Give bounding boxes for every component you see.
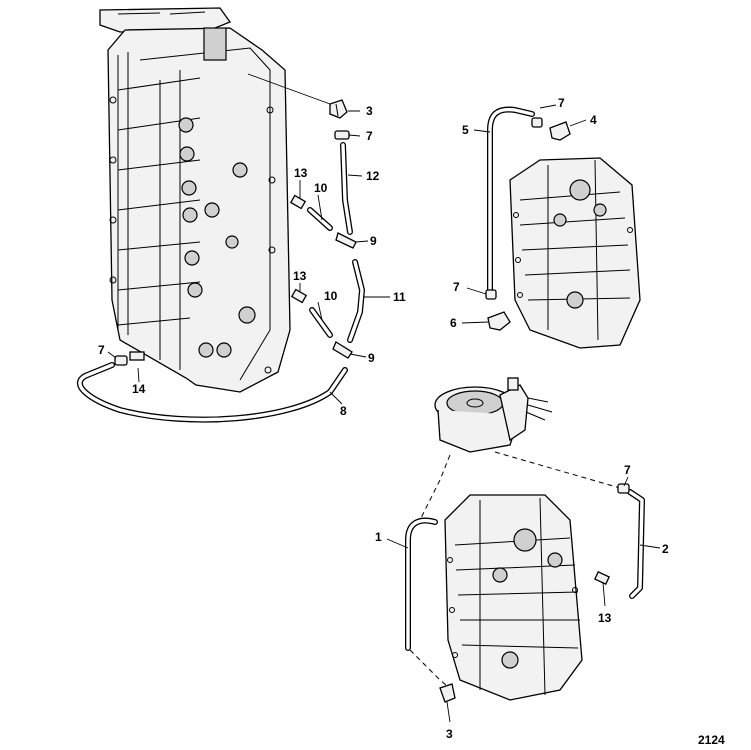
crankcase-lower-right	[444, 494, 583, 701]
fitting-13-mid	[290, 288, 308, 304]
callout-6: 6	[450, 316, 457, 330]
flywheel-assembly	[434, 377, 553, 453]
callout-4: 4	[590, 113, 597, 127]
callout-14: 14	[132, 382, 146, 396]
callout-13-mid: 13	[293, 269, 307, 283]
callout-2: 2	[662, 542, 669, 556]
callout-13-bottom: 13	[598, 611, 612, 625]
callout-5: 5	[462, 123, 469, 137]
elbow-fitting-3-bottom	[439, 683, 456, 703]
callout-3-top: 3	[366, 104, 373, 118]
callout-9-mid: 9	[368, 351, 375, 365]
routing-dashes	[409, 451, 621, 691]
callout-3-bottom: 3	[446, 727, 453, 741]
hose-11	[347, 259, 365, 343]
figure-number: 2124	[698, 733, 725, 747]
callout-9-top: 9	[370, 234, 377, 248]
callout-10-mid: 10	[324, 289, 338, 303]
callout-13-top: 13	[294, 166, 308, 180]
fitting-13-bottom	[594, 570, 610, 586]
elbow-fitting-4	[549, 121, 571, 141]
hose-10-top	[307, 207, 333, 231]
callout-1: 1	[375, 530, 382, 544]
tee-fitting-9-mid	[332, 341, 353, 359]
hose-clamp-7-top	[334, 130, 350, 140]
callout-12: 12	[366, 169, 380, 183]
leader-lines	[107, 73, 661, 723]
elbow-fitting-3-top	[329, 99, 348, 119]
fitting-13-top	[289, 194, 307, 210]
hose-clamp-7-bottom	[617, 483, 630, 494]
hose-12	[340, 142, 353, 235]
callout-8: 8	[340, 404, 347, 418]
tee-fitting-9-top	[335, 232, 357, 249]
callout-7-top: 7	[366, 129, 373, 143]
hose-10-mid	[309, 307, 333, 338]
callout-7-right-mid: 7	[453, 280, 460, 294]
callout-10-top: 10	[314, 181, 328, 195]
callout-7-right-top: 7	[558, 96, 565, 110]
hose-8	[76, 362, 348, 423]
fitting-14	[129, 351, 145, 361]
crankcase-upper-right	[509, 157, 641, 349]
callout-11: 11	[393, 290, 406, 304]
callout-labels: 3 7 12 13 10 9 13 10 11 9 7 14 8 5 7 4 7…	[98, 96, 669, 741]
hose-1	[405, 517, 438, 651]
hose-5	[487, 106, 535, 293]
callout-7-left: 7	[98, 343, 105, 357]
cylinder-block-left	[99, 7, 291, 393]
elbow-fitting-6	[487, 311, 511, 331]
hose-clamp-7-left	[114, 355, 128, 366]
callout-7-bottom: 7	[624, 463, 631, 477]
hose-2	[627, 489, 645, 599]
hose-clamp-7-right-top	[531, 117, 543, 128]
hose-clamp-7-right-mid	[485, 289, 497, 300]
